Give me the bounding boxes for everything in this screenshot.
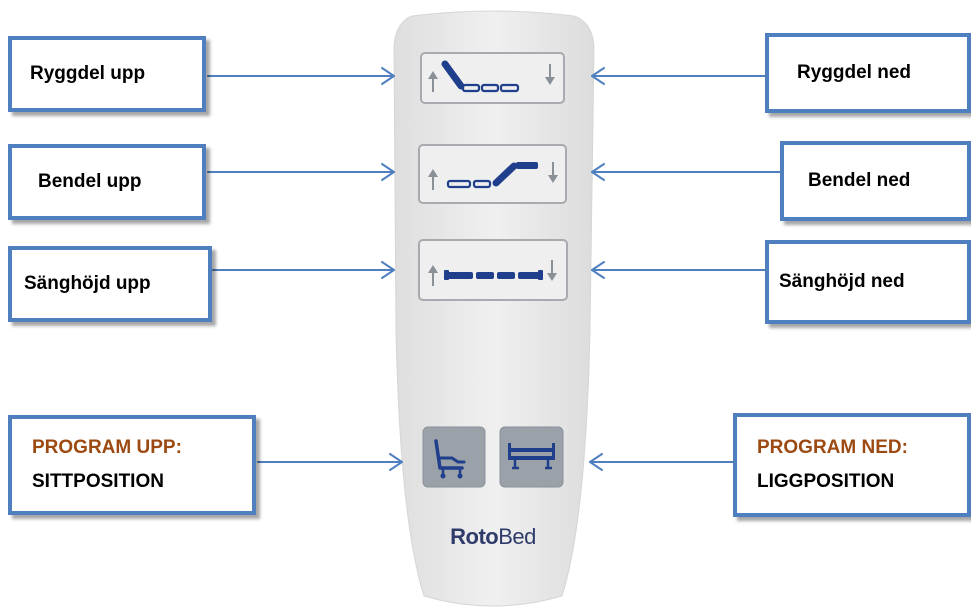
- label-sanghojd-upp-text: Sänghöjd upp: [24, 273, 151, 294]
- arrow-program-ned: [589, 453, 734, 471]
- label-sanghojd-ned-text: Sänghöjd ned: [779, 271, 905, 292]
- flat-bed-icon: [508, 443, 555, 470]
- arrow-ryggdel-ned: [591, 67, 766, 85]
- label-program-ned-value: LIGGPOSITION: [757, 471, 895, 492]
- label-program-upp-value: SITTPOSITION: [32, 471, 164, 492]
- label-program-ned: PROGRAM NED: LIGGPOSITION: [733, 413, 971, 517]
- label-ryggdel-ned: Ryggdel ned: [765, 33, 971, 113]
- label-program-ned-title: PROGRAM NED:: [757, 437, 908, 458]
- brand-logo-part2: Bed: [498, 524, 536, 549]
- arrow-down-icon: [545, 64, 555, 85]
- label-sanghojd-upp: Sänghöjd upp: [8, 246, 212, 322]
- arrow-up-icon: [428, 71, 438, 92]
- arrow-bendel-ned: [591, 163, 781, 181]
- back-section-button[interactable]: [420, 52, 565, 104]
- label-bendel-ned-text: Bendel ned: [808, 170, 911, 191]
- label-bendel-upp: Bendel upp: [8, 144, 206, 220]
- arrow-sanghojd-upp: [212, 261, 395, 279]
- legrest-raise-icon: [446, 162, 538, 189]
- brand-logo: RotoBed: [418, 524, 568, 550]
- label-program-upp: PROGRAM UPP: SITTPOSITION: [8, 415, 256, 515]
- chair-icon: [434, 439, 466, 479]
- bed-flat-icon: [444, 270, 543, 280]
- arrow-program-upp: [257, 453, 403, 471]
- brand-logo-part1: Roto: [450, 524, 499, 549]
- arrow-up-icon: [428, 169, 438, 190]
- arrow-down-icon: [547, 260, 557, 281]
- label-ryggdel-upp-text: Ryggdel upp: [30, 63, 146, 84]
- arrow-ryggdel-upp: [207, 67, 395, 85]
- label-ryggdel-upp: Ryggdel upp: [8, 36, 206, 112]
- bed-height-button[interactable]: [418, 239, 568, 301]
- program-lie-button[interactable]: [499, 426, 564, 488]
- label-program-upp-title: PROGRAM UPP:: [32, 437, 182, 458]
- arrow-sanghojd-ned: [591, 261, 766, 279]
- program-sit-button[interactable]: [422, 426, 486, 488]
- label-ryggdel-ned-text: Ryggdel ned: [797, 62, 912, 83]
- backrest-raise-icon: [441, 60, 520, 93]
- arrow-bendel-upp: [207, 163, 395, 181]
- label-bendel-upp-text: Bendel upp: [38, 171, 142, 192]
- leg-section-button[interactable]: [418, 144, 567, 204]
- label-sanghojd-ned: Sänghöjd ned: [765, 240, 971, 324]
- label-bendel-ned: Bendel ned: [780, 141, 971, 221]
- arrow-down-icon: [548, 162, 558, 183]
- arrow-up-icon: [428, 265, 438, 286]
